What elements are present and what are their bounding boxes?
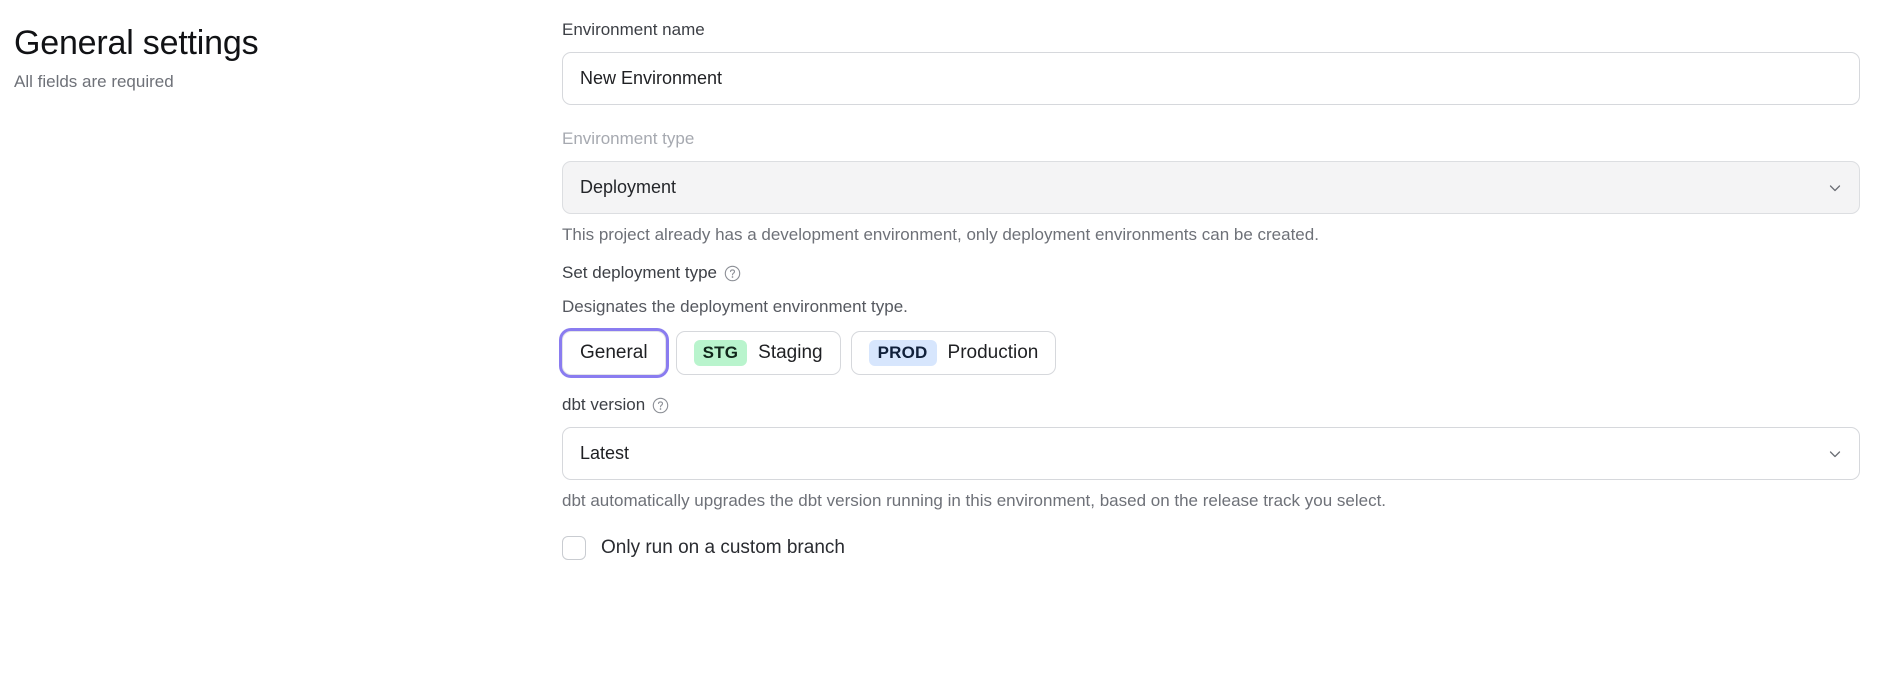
chevron-down-icon <box>1828 447 1842 461</box>
page-subtitle: All fields are required <box>14 72 174 91</box>
dbt-version-field: dbt version Latest <box>562 393 1860 513</box>
environment-name-label: Environment name <box>562 20 705 39</box>
environment-type-select[interactable]: Deployment <box>562 161 1860 214</box>
deployment-type-option-staging[interactable]: STG Staging <box>675 331 841 375</box>
settings-form-column: Environment name New Environment Environ… <box>562 18 1876 561</box>
dbt-version-label-text: dbt version <box>562 395 646 414</box>
custom-branch-label: Only run on a custom branch <box>601 537 845 558</box>
environment-name-field: Environment name New Environment <box>562 18 1860 105</box>
page-title: General settings <box>14 24 259 62</box>
deployment-type-label: Set deployment type <box>562 261 1860 285</box>
settings-layout: General settings All fields are required… <box>0 18 1890 561</box>
deployment-type-option-production[interactable]: PROD Production <box>850 331 1057 375</box>
production-badge: PROD <box>868 340 937 366</box>
custom-branch-row: Only run on a custom branch <box>562 535 1860 561</box>
dbt-version-label: dbt version <box>562 393 1860 417</box>
environment-type-label: Environment type <box>562 129 695 148</box>
deployment-type-description: Designates the deployment environment ty… <box>562 297 908 316</box>
deployment-type-options: General STG Staging PROD Production <box>562 329 1860 375</box>
deployment-type-option-production-label: Production <box>947 342 1039 363</box>
deployment-type-field: Set deployment type Designates the deplo… <box>562 261 1860 375</box>
help-circle-icon[interactable] <box>652 397 669 414</box>
settings-intro-column: General settings All fields are required <box>0 18 562 94</box>
deployment-type-label-text: Set deployment type <box>562 263 717 282</box>
chevron-down-icon <box>1828 181 1842 195</box>
dbt-version-select[interactable]: Latest <box>562 427 1860 480</box>
environment-type-value: Deployment <box>580 177 677 197</box>
deployment-type-option-staging-label: Staging <box>758 342 823 363</box>
dbt-version-value: Latest <box>580 443 630 463</box>
staging-badge: STG <box>693 340 748 366</box>
environment-type-helper: This project already has a development e… <box>562 225 1319 244</box>
custom-branch-checkbox[interactable] <box>562 536 586 560</box>
dbt-version-helper: dbt automatically upgrades the dbt versi… <box>562 491 1387 510</box>
environment-name-input[interactable]: New Environment <box>562 52 1860 105</box>
help-circle-icon[interactable] <box>724 265 741 282</box>
deployment-type-option-general[interactable]: General <box>562 331 666 375</box>
environment-type-field: Environment type Deployment This project… <box>562 127 1860 247</box>
deployment-type-option-general-label: General <box>580 342 648 363</box>
